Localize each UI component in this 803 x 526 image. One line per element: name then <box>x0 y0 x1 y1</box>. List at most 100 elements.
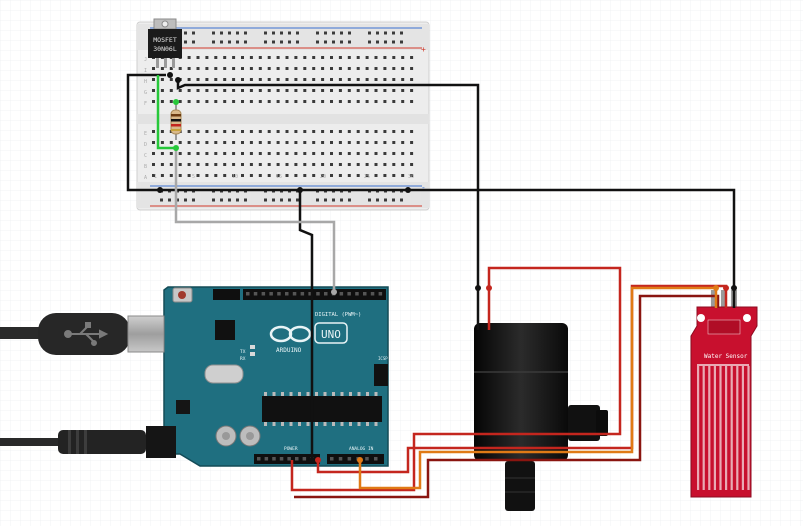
breadboard-hole <box>249 89 253 92</box>
rail-hole <box>220 31 223 35</box>
rail-hole <box>280 31 283 35</box>
rail-hole <box>384 40 387 44</box>
breadboard-hole <box>294 174 298 177</box>
breadboard-hole <box>330 67 333 70</box>
sensor-trace <box>713 366 716 490</box>
breadboard-hole <box>152 141 155 144</box>
digital-label: DIGITAL (PWM~) <box>315 312 361 318</box>
breadboard-hole <box>356 152 360 155</box>
breadboard-hole <box>321 100 325 103</box>
row-letter: A <box>144 175 147 181</box>
breadboard-hole <box>258 152 262 155</box>
rail-hole <box>340 40 343 44</box>
junction-dot <box>723 285 729 291</box>
breadboard-hole <box>330 100 333 103</box>
breadboard-hole <box>276 152 280 155</box>
junction-dot <box>475 285 481 291</box>
breadboard-hole <box>205 152 209 155</box>
chip-pin <box>340 392 344 396</box>
junction-dot <box>309 457 315 463</box>
breadboard-hole <box>312 130 316 133</box>
rx-led <box>250 352 255 356</box>
breadboard-hole <box>294 152 298 155</box>
wire-gray-signal <box>174 150 336 292</box>
row-letter: B <box>144 164 147 170</box>
breadboard-hole <box>338 56 342 59</box>
breadboard-hole <box>214 163 218 166</box>
breadboard-hole <box>312 163 316 166</box>
header-pin <box>355 292 359 296</box>
mosfet: MOSFET 30N06L <box>148 18 182 68</box>
sensor-trace <box>725 366 728 490</box>
sensor-trace <box>730 366 733 490</box>
breadboard-hole <box>196 56 200 59</box>
breadboard-hole <box>214 152 218 155</box>
header-pin <box>308 292 312 296</box>
chip-pin <box>349 392 352 396</box>
chip-pin <box>281 422 284 426</box>
row-letter: I <box>144 68 147 74</box>
breadboard-hole <box>347 163 351 166</box>
rail-hole <box>212 198 215 202</box>
breadboard-hole <box>383 141 387 144</box>
chip-pin <box>357 422 361 426</box>
analog-label: ANALOG IN <box>349 446 374 452</box>
breadboard-hole <box>383 163 387 166</box>
breadboard-hole <box>312 67 316 70</box>
breadboard-hole <box>169 141 173 144</box>
rail-hole <box>280 40 283 44</box>
rail-hole <box>168 198 171 202</box>
breadboard-hole <box>365 152 369 155</box>
breadboard-hole <box>338 67 342 70</box>
breadboard-hole <box>187 141 191 144</box>
rail-hole <box>236 40 239 44</box>
sensor-trace <box>741 366 744 490</box>
breadboard-hole <box>160 152 164 155</box>
breadboard-hole <box>392 78 396 81</box>
header-pin <box>300 292 305 296</box>
breadboard-hole <box>214 89 218 92</box>
breadboard-hole <box>196 89 200 92</box>
breadboard-hole <box>223 100 227 103</box>
barrel-plug-ridge <box>84 430 87 454</box>
breadboard-hole <box>330 174 333 177</box>
breadboard-hole <box>312 152 316 155</box>
sensor-trace <box>702 366 705 490</box>
breadboard-hole <box>410 163 414 166</box>
sensor-pin <box>711 290 717 308</box>
breadboard-hole <box>383 78 387 81</box>
breadboard-hole <box>330 152 333 155</box>
chip-pin <box>340 422 344 426</box>
breadboard-hole <box>258 67 262 70</box>
breadboard-hole <box>232 78 236 81</box>
rail-minus-label: - <box>421 183 426 192</box>
breadboard-hole <box>321 89 325 92</box>
breadboard-hole <box>178 67 182 70</box>
breadboard-hole <box>365 89 369 92</box>
header-pin <box>272 457 276 461</box>
breadboard-hole <box>294 141 298 144</box>
breadboard-hole <box>303 56 307 59</box>
rail-hole <box>384 31 387 35</box>
breadboard-hole <box>152 67 155 70</box>
rail-hole <box>392 31 395 35</box>
junction-dot <box>315 457 321 463</box>
breadboard-hole <box>187 163 191 166</box>
breadboard-hole <box>258 141 262 144</box>
breadboard-hole <box>410 78 414 81</box>
breadboard-hole <box>285 130 289 133</box>
sensor-traces <box>697 364 750 490</box>
header-pin <box>253 292 258 296</box>
breadboard-hole <box>347 141 351 144</box>
column-number: 5 <box>192 174 195 180</box>
chip-pin <box>264 422 267 426</box>
breadboard-hole <box>223 174 227 177</box>
breadboard-hole <box>249 163 253 166</box>
breadboard-hole <box>258 174 262 177</box>
breadboard-hole <box>347 67 351 70</box>
breadboard-hole <box>276 130 280 133</box>
breadboard-hole <box>303 100 307 103</box>
mosfet-label: MOSFET <box>153 36 177 44</box>
breadboard-hole <box>187 78 191 81</box>
breadboard-hole <box>303 67 307 70</box>
